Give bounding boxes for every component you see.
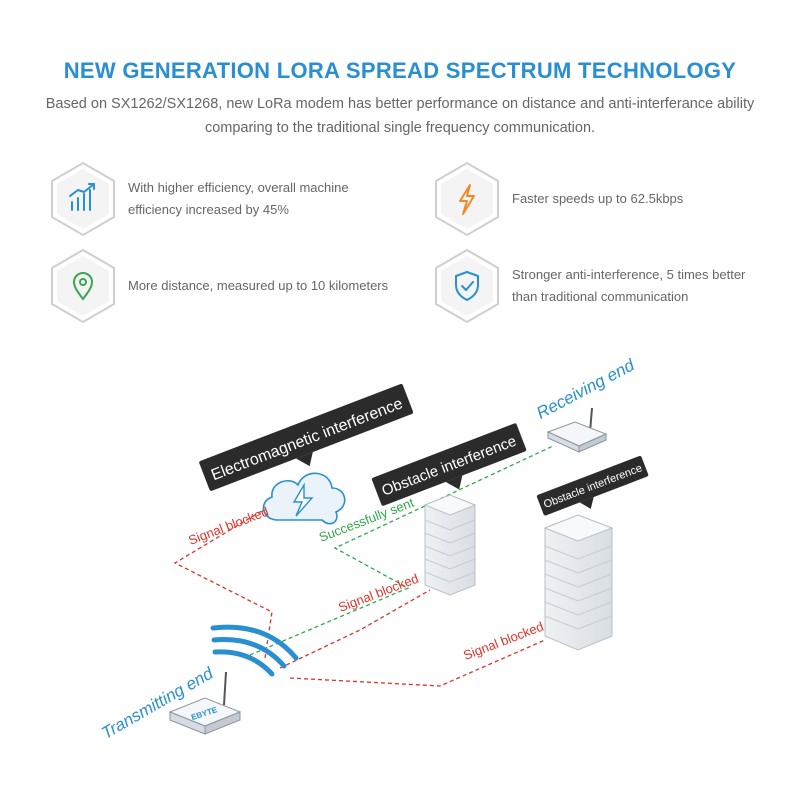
signal-blocked-label: Signal blocked — [336, 571, 420, 615]
receiving-end-label: Receiving end — [533, 355, 638, 423]
lightning-bolt-icon — [432, 160, 502, 238]
obstacle-label-text: Obstacle interference — [380, 433, 519, 500]
feature-efficiency: With higher efficiency, overall machine … — [48, 160, 378, 238]
signal-blocked-label: Signal blocked — [461, 619, 545, 663]
page-title: NEW GENERATION LORA SPREAD SPECTRUM TECH… — [63, 58, 737, 83]
feature-text: Faster speeds up to 62.5kbps — [512, 191, 684, 206]
shield-check-icon — [432, 247, 502, 325]
receiving-device — [546, 407, 608, 453]
efficiency-chart-icon — [48, 160, 118, 238]
success-signal-path — [249, 445, 554, 656]
page-subtitle: Based on SX1262/SX1268, new LoRa modem h… — [45, 96, 755, 136]
obstacle-building-tall — [543, 514, 614, 651]
location-pin-icon — [48, 247, 118, 325]
feature-text: With higher efficiency, overall machine … — [128, 180, 349, 217]
feature-distance: More distance, measured up to 10 kilomet… — [48, 247, 418, 325]
obstacle-interference-label-2: Obstacle interference — [536, 455, 649, 516]
feature-speed: Faster speeds up to 62.5kbps — [432, 160, 772, 238]
blocked-signal-path-building — [279, 589, 431, 669]
blocked-signal-path-building-2 — [289, 639, 546, 687]
signal-blocked-label: Signal blocked — [186, 504, 270, 548]
feature-text: More distance, measured up to 10 kilomet… — [128, 278, 389, 293]
transmitting-device: EBYTE — [168, 671, 242, 735]
signal-waves-icon — [210, 624, 299, 677]
feature-text: Stronger anti-interference, 5 times bett… — [512, 267, 746, 304]
electromagnetic-label-text: Electromagnetic interference — [209, 395, 405, 484]
feature-anti-interference: Stronger anti-interference, 5 times bett… — [432, 247, 772, 325]
lora-transmission-diagram: EBYTE Electromagnetic interference Obsta… — [98, 355, 649, 743]
obstacle-building-small — [423, 494, 477, 596]
cloud-lightning-icon — [262, 472, 346, 525]
obstacle-label-text: Obstacle interference — [542, 462, 644, 511]
